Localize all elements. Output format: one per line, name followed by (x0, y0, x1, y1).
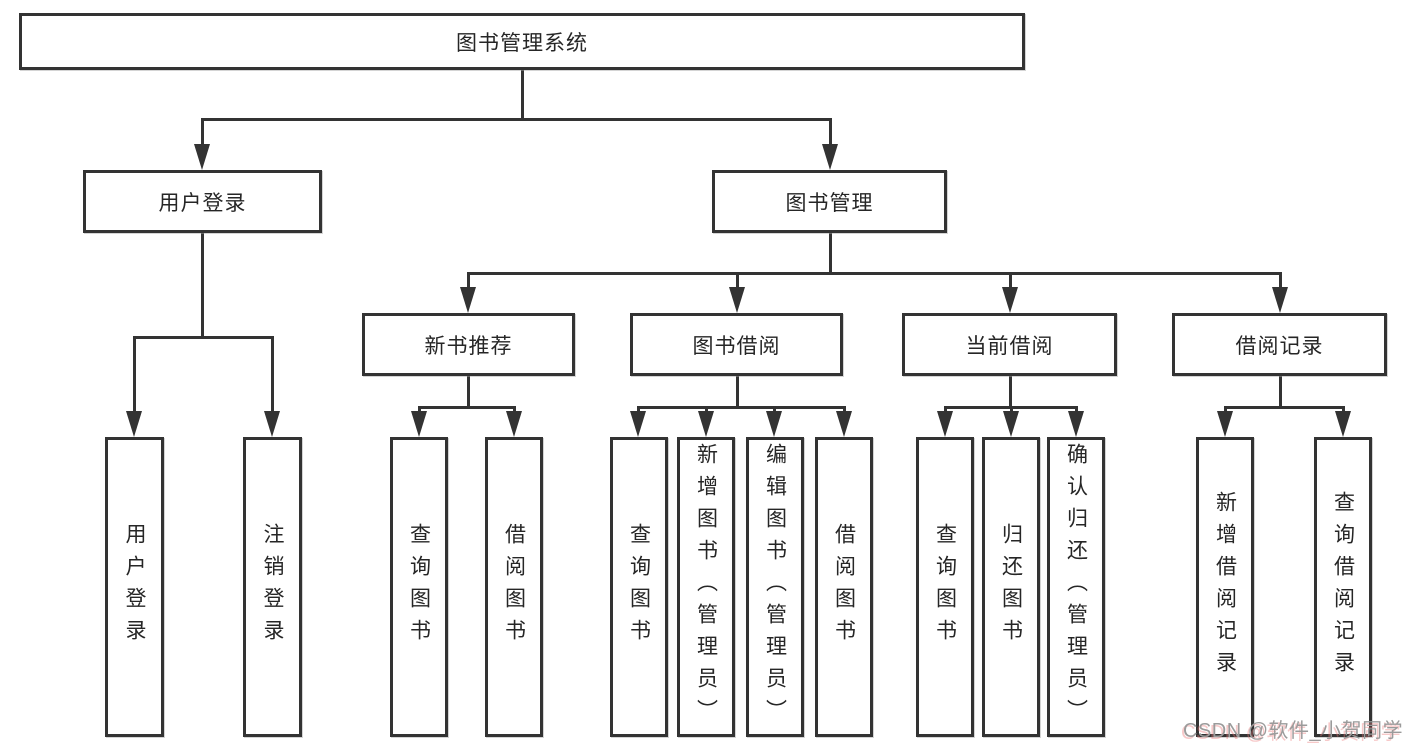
connector (1224, 406, 1344, 409)
leaf-label: 查询图书 (407, 523, 431, 651)
leaf-borrow-borrow-books: 借阅图书 (815, 437, 873, 737)
connector (521, 70, 524, 118)
node-book-borrow: 图书借阅 (630, 313, 843, 376)
node-label: 用户登录 (158, 191, 247, 215)
leaf-recommend-query-books: 查询图书 (390, 437, 448, 737)
arrow-down-icon (1335, 411, 1351, 437)
leaf-label: 借阅图书 (832, 523, 856, 651)
arrow-down-icon (460, 287, 476, 313)
arrow-down-icon (126, 411, 142, 437)
arrow-down-icon (194, 144, 210, 170)
connector (271, 336, 274, 413)
node-label: 图书借阅 (692, 334, 781, 358)
leaf-label: 查询图书 (627, 523, 651, 651)
connector (829, 233, 832, 272)
arrow-down-icon (822, 144, 838, 170)
leaf-record-add-borrow-record: 新增借阅记录 (1196, 437, 1254, 737)
node-book-management: 图书管理 (712, 170, 947, 233)
leaf-label: 新增借阅记录 (1213, 491, 1237, 683)
leaf-recommend-borrow-books: 借阅图书 (485, 437, 543, 737)
arrow-down-icon (264, 411, 280, 437)
connector (133, 336, 136, 413)
node-root: 图书管理系统 (19, 13, 1025, 70)
node-label: 新书推荐 (424, 334, 513, 358)
arrow-down-icon (506, 411, 522, 437)
node-label: 图书管理 (785, 191, 874, 215)
connector (133, 336, 274, 339)
arrow-down-icon (729, 287, 745, 313)
leaf-label: 新增图书（管理员） (694, 443, 718, 731)
leaf-borrow-edit-books-admin: 编辑图书（管理员） (746, 437, 804, 737)
arrow-down-icon (630, 411, 646, 437)
connector (467, 272, 1282, 275)
connector (201, 118, 204, 148)
node-label: 当前借阅 (965, 334, 1054, 358)
leaf-label: 用户登录 (123, 523, 146, 651)
arrow-down-icon (698, 411, 714, 437)
leaf-current-return-books: 归还图书 (982, 437, 1040, 737)
arrow-down-icon (1217, 411, 1233, 437)
connector (736, 376, 739, 407)
connector (418, 406, 515, 409)
node-label: 图书管理系统 (456, 31, 588, 55)
leaf-logout: 注销登录 (243, 437, 302, 737)
leaf-borrow-add-books-admin: 新增图书（管理员） (677, 437, 735, 737)
arrow-down-icon (411, 411, 427, 437)
connector (1279, 272, 1282, 289)
arrow-down-icon (1068, 411, 1084, 437)
arrow-down-icon (937, 411, 953, 437)
arrow-down-icon (1003, 411, 1019, 437)
arrow-down-icon (766, 411, 782, 437)
connector (1279, 376, 1282, 407)
leaf-label: 注销登录 (261, 523, 284, 651)
leaf-user-login: 用户登录 (105, 437, 164, 737)
leaf-label: 借阅图书 (502, 523, 526, 651)
leaf-label: 编辑图书（管理员） (763, 443, 787, 731)
leaf-label: 查询图书 (933, 523, 957, 651)
node-label: 借阅记录 (1235, 334, 1324, 358)
connector (1009, 376, 1012, 407)
leaf-borrow-query-books: 查询图书 (610, 437, 668, 737)
leaf-label: 归还图书 (999, 523, 1023, 651)
node-current-borrow: 当前借阅 (902, 313, 1117, 376)
leaf-label: 确认归还（管理员） (1064, 443, 1088, 731)
arrow-down-icon (1002, 287, 1018, 313)
node-user-login: 用户登录 (83, 170, 322, 233)
node-new-book-recommend: 新书推荐 (362, 313, 575, 376)
connector (201, 233, 204, 336)
connector (736, 272, 739, 289)
leaf-label: 查询借阅记录 (1331, 491, 1355, 683)
connector (1009, 272, 1012, 289)
arrow-down-icon (836, 411, 852, 437)
connector (467, 272, 470, 289)
connector (829, 118, 832, 148)
leaf-current-query-books: 查询图书 (916, 437, 974, 737)
connector (201, 118, 832, 121)
connector (637, 406, 845, 409)
connector (467, 376, 470, 407)
watermark: CSDN @软件_小贺同学 (1183, 720, 1404, 742)
arrow-down-icon (1272, 287, 1288, 313)
leaf-record-query-borrow-record: 查询借阅记录 (1314, 437, 1372, 737)
node-borrow-record: 借阅记录 (1172, 313, 1387, 376)
leaf-current-confirm-return-admin: 确认归还（管理员） (1047, 437, 1105, 737)
